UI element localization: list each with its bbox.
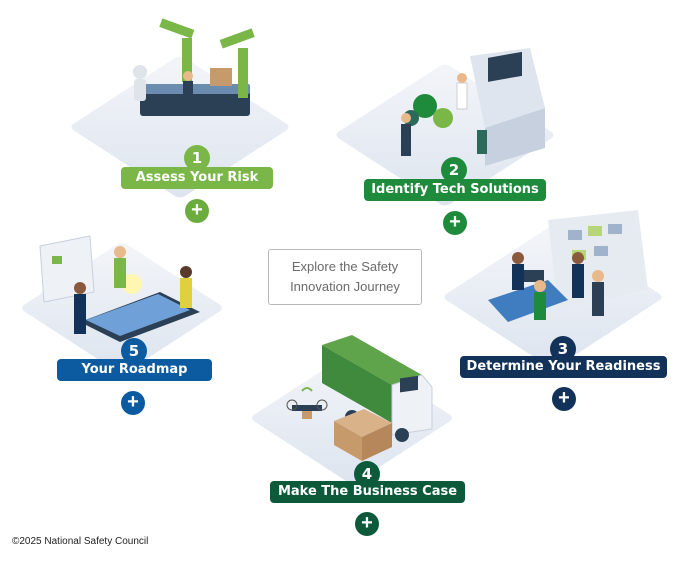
step-5-illustration [39, 235, 200, 342]
step-2-number: 2 [441, 157, 467, 183]
explore-journey-box: Explore the Safety Innovation Journey [268, 249, 422, 305]
step-1-expand-button[interactable]: + [185, 199, 209, 223]
step-2-illustration [401, 48, 545, 166]
step-4-expand-button[interactable]: + [355, 512, 379, 536]
step-5-label: Your Roadmap [57, 359, 212, 381]
explore-line-2: Innovation Journey [290, 279, 400, 294]
step-2-expand-button[interactable]: + [443, 211, 467, 235]
copyright-text: ©2025 National Safety Council [12, 536, 149, 547]
step-1-number: 1 [184, 145, 210, 171]
step-3-label: Determine Your Readiness [460, 356, 667, 378]
step-4-illustration [286, 335, 433, 461]
step-3-expand-button[interactable]: + [552, 387, 576, 411]
step-5-expand-button[interactable]: + [121, 391, 145, 415]
step-4-label: Make The Business Case [270, 481, 465, 503]
explore-line-1: Explore the Safety [291, 259, 399, 274]
step-3-illustration [488, 210, 648, 322]
step-1-label: Assess Your Risk [121, 167, 273, 189]
step-1-illustration [133, 18, 255, 116]
step-2-label: Identify Tech Solutions [364, 179, 546, 201]
